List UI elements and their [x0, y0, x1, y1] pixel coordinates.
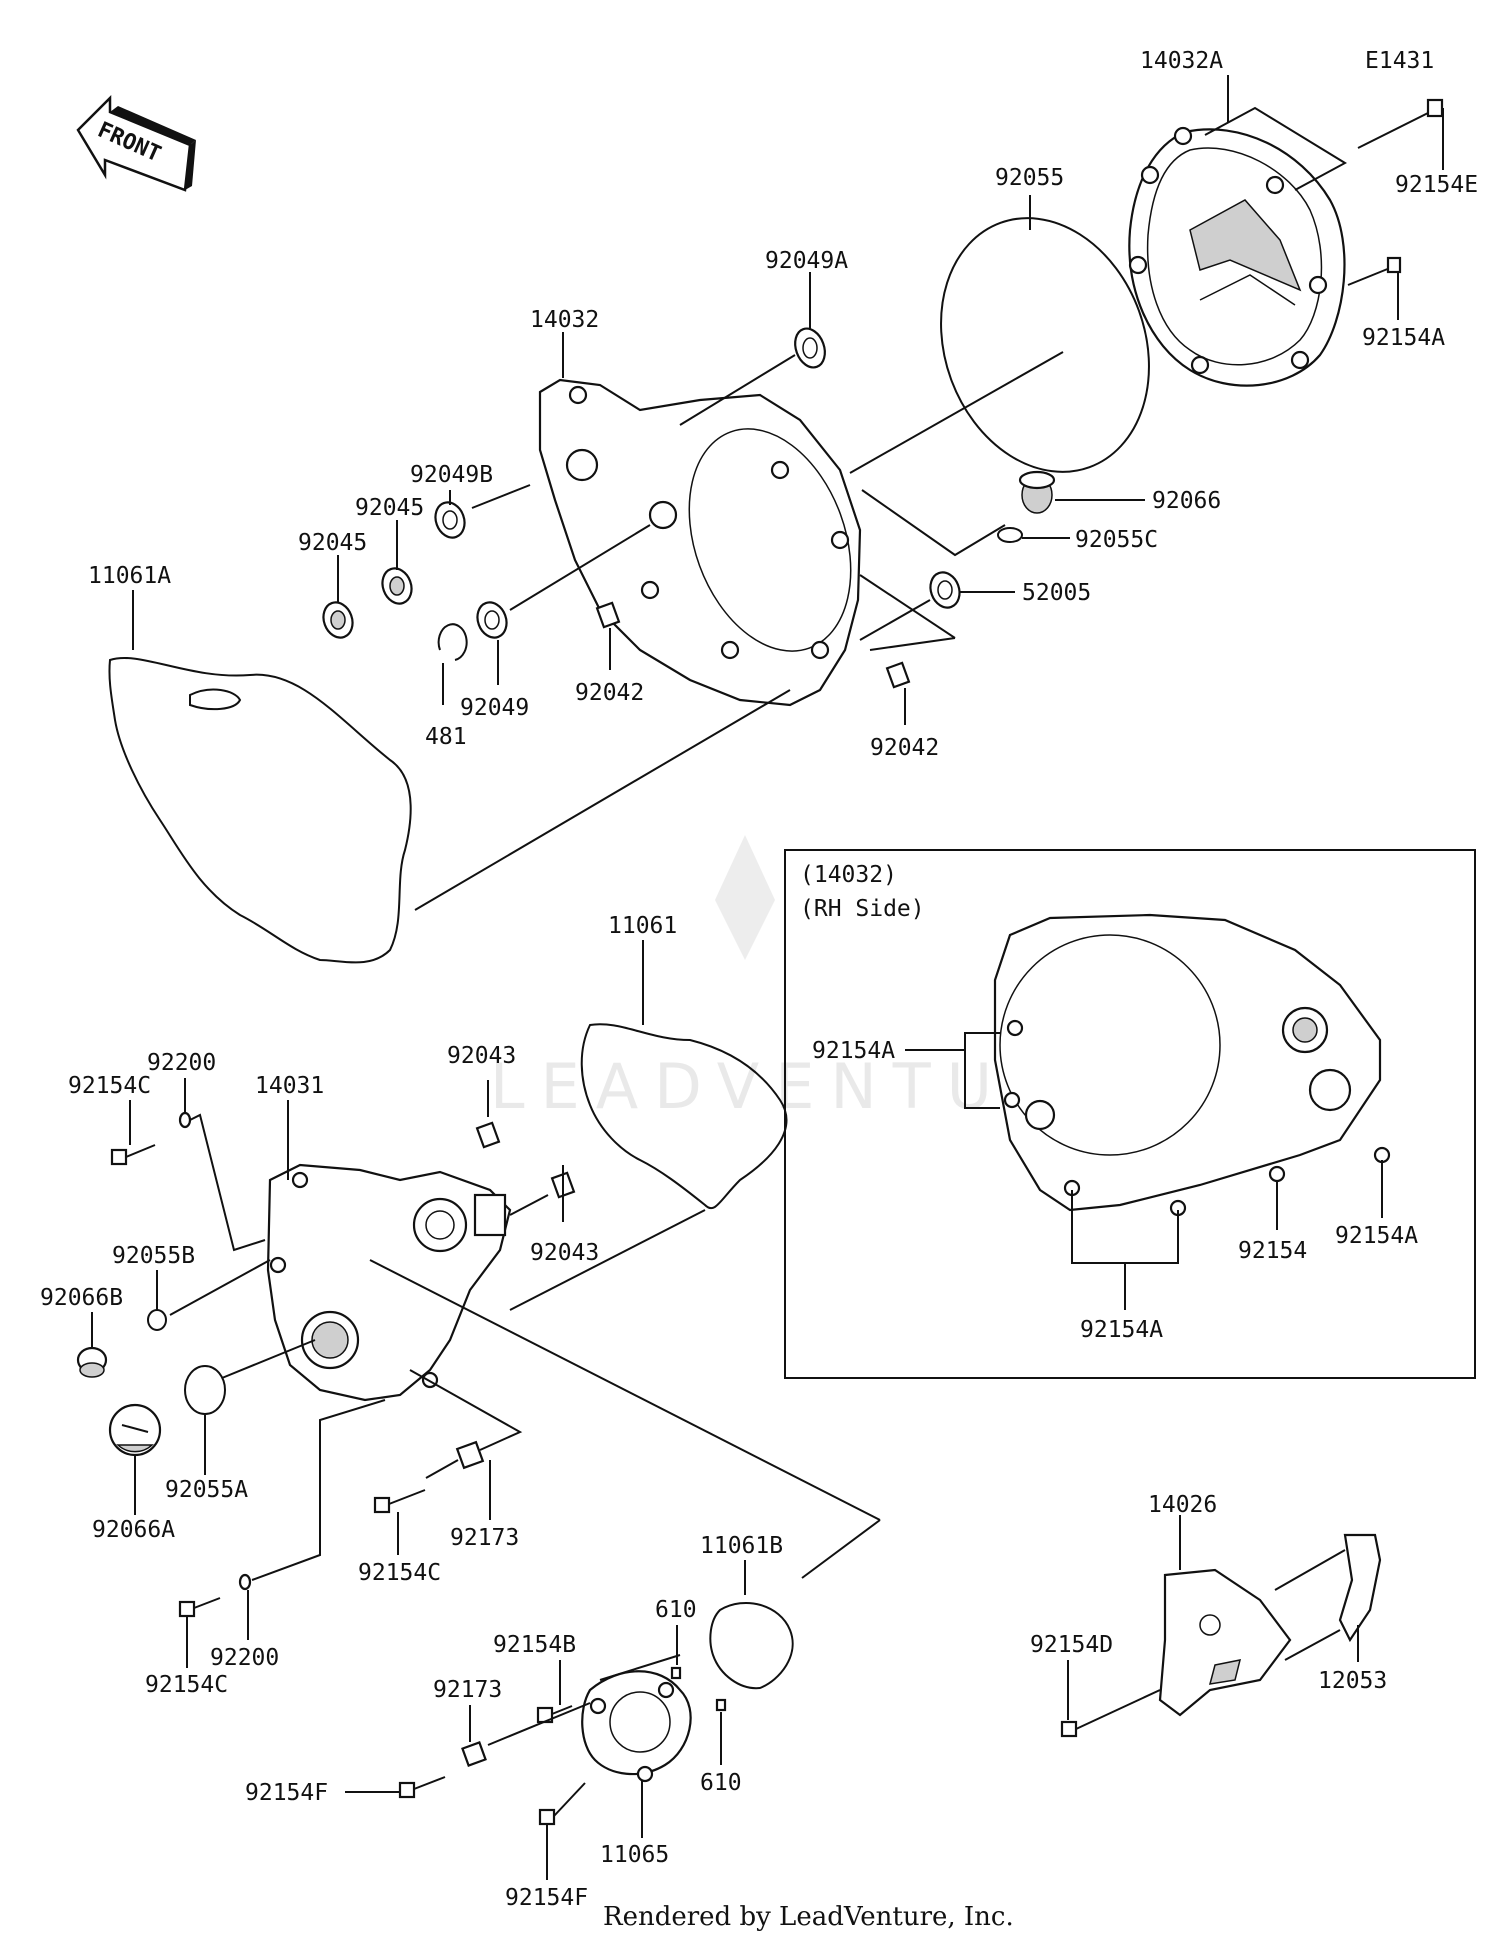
label-11061A: 11061A — [88, 563, 171, 589]
clamp-92173-a — [455, 1440, 485, 1470]
label-481: 481 — [425, 724, 467, 750]
bolt-92154A-top — [1347, 256, 1402, 286]
label-11065: 11065 — [600, 1842, 669, 1868]
footer-credit: Rendered by LeadVenture, Inc. — [603, 1902, 1014, 1932]
rh-side-cover — [993, 913, 1391, 1217]
bolt-92154B — [536, 1705, 573, 1724]
label-92055B: 92055B — [112, 1243, 195, 1269]
seal-92049A — [794, 327, 826, 369]
label-14032A: 14032A — [1140, 48, 1223, 74]
clamp-92173-b — [461, 1741, 487, 1767]
label-92055C: 92055C — [1075, 527, 1158, 553]
generator-cover-14031 — [266, 1163, 512, 1402]
label-92173-a: 92173 — [450, 1525, 519, 1551]
part-labels: E1431 14032A 92154E 92055 92154A 92049A … — [40, 48, 1478, 1911]
label-92173-b: 92173 — [433, 1677, 502, 1703]
label-92042-b: 92042 — [870, 735, 939, 761]
label-92066: 92066 — [1152, 488, 1221, 514]
bolt-92154C-c — [178, 1597, 221, 1618]
label-92200-b: 92200 — [210, 1645, 279, 1671]
label-92154B: 92154B — [493, 1632, 576, 1658]
label-92049A: 92049A — [765, 248, 848, 274]
plug-92066B — [76, 1346, 108, 1378]
o-ring-92055A — [184, 1365, 226, 1415]
label-92055: 92055 — [995, 165, 1064, 191]
label-92154A-inset-2: 92154A — [1335, 1223, 1418, 1249]
label-52005: 52005 — [1022, 580, 1091, 606]
label-14032: 14032 — [530, 307, 599, 333]
label-92055A: 92055A — [165, 1477, 248, 1503]
clutch-cover-14032 — [538, 378, 862, 707]
bolt-92154C-a — [110, 1144, 156, 1166]
o-ring-92055 — [940, 217, 1150, 473]
cap-92066A — [108, 1403, 162, 1457]
circlip-481 — [437, 623, 468, 661]
label-92045-b: 92045 — [355, 495, 424, 521]
o-ring-92055B — [147, 1309, 167, 1331]
dowel-92042-a — [595, 601, 621, 629]
label-92043-b: 92043 — [530, 1240, 599, 1266]
dowel-92042-b — [885, 661, 911, 689]
label-92154C-a: 92154C — [68, 1073, 151, 1099]
label-11061: 11061 — [608, 913, 677, 939]
bolt-92154F-a — [398, 1776, 446, 1799]
cover-11065 — [581, 1670, 692, 1783]
label-610-b: 610 — [700, 1770, 742, 1796]
inset-title-line1: (14032) — [800, 862, 897, 888]
dowel-92043-a — [475, 1121, 501, 1149]
seal-92049 — [476, 601, 508, 639]
label-92154C-c: 92154C — [145, 1672, 228, 1698]
front-arrow-icon: FRONT — [76, 94, 196, 192]
label-92154F-a: 92154F — [245, 1780, 328, 1806]
label-92066A: 92066A — [92, 1517, 175, 1543]
bolt-92154C-b — [373, 1489, 426, 1514]
label-92154E: 92154E — [1395, 172, 1478, 198]
label-92045-a: 92045 — [298, 530, 367, 556]
bearing-92045-b — [381, 567, 413, 605]
label-92154-inset: 92154 — [1238, 1238, 1307, 1264]
label-92154A-top: 92154A — [1362, 325, 1445, 351]
label-92042-a: 92042 — [575, 680, 644, 706]
seal-92049B — [434, 501, 466, 539]
outer-clutch-cover — [1128, 126, 1346, 387]
gasket-11061A — [108, 656, 412, 964]
pin-610-b — [715, 1698, 727, 1712]
plate-12053 — [1338, 1533, 1382, 1643]
label-92154F-b: 92154F — [505, 1885, 588, 1911]
label-12053: 12053 — [1318, 1668, 1387, 1694]
label-11061B: 11061B — [700, 1533, 783, 1559]
label-92043-a: 92043 — [447, 1043, 516, 1069]
gasket-11061 — [580, 1023, 788, 1210]
bolt-92154D — [1060, 1689, 1161, 1738]
label-92049: 92049 — [460, 695, 529, 721]
label-92154D: 92154D — [1030, 1632, 1113, 1658]
label-92049B: 92049B — [410, 462, 493, 488]
gasket-11061B — [709, 1601, 794, 1690]
bolt-92154E — [1357, 98, 1444, 149]
washer-92200-a — [178, 1111, 192, 1129]
leader-lines — [91, 75, 1444, 1880]
label-92066B: 92066B — [40, 1285, 123, 1311]
washer-92200-b — [238, 1573, 252, 1591]
bearing-92045-a — [322, 601, 354, 639]
plug-92066 — [1018, 470, 1056, 514]
label-92154C-b: 92154C — [358, 1560, 441, 1586]
label-610-a: 610 — [655, 1597, 697, 1623]
o-ring-92055C — [997, 527, 1023, 543]
pin-610-a — [670, 1666, 682, 1680]
label-92154A-inset-1: 92154A — [812, 1038, 895, 1064]
bolt-92154F-b — [538, 1782, 586, 1826]
diagram-code: E1431 — [1365, 48, 1434, 74]
label-14026: 14026 — [1148, 1492, 1217, 1518]
label-92200-a: 92200 — [147, 1050, 216, 1076]
label-92154A-inset-3: 92154A — [1080, 1317, 1163, 1343]
chain-guard-14026 — [1158, 1568, 1292, 1717]
inset-title-line2: (RH Side) — [800, 896, 925, 922]
seal-52005 — [929, 571, 961, 609]
label-14031: 14031 — [255, 1073, 324, 1099]
